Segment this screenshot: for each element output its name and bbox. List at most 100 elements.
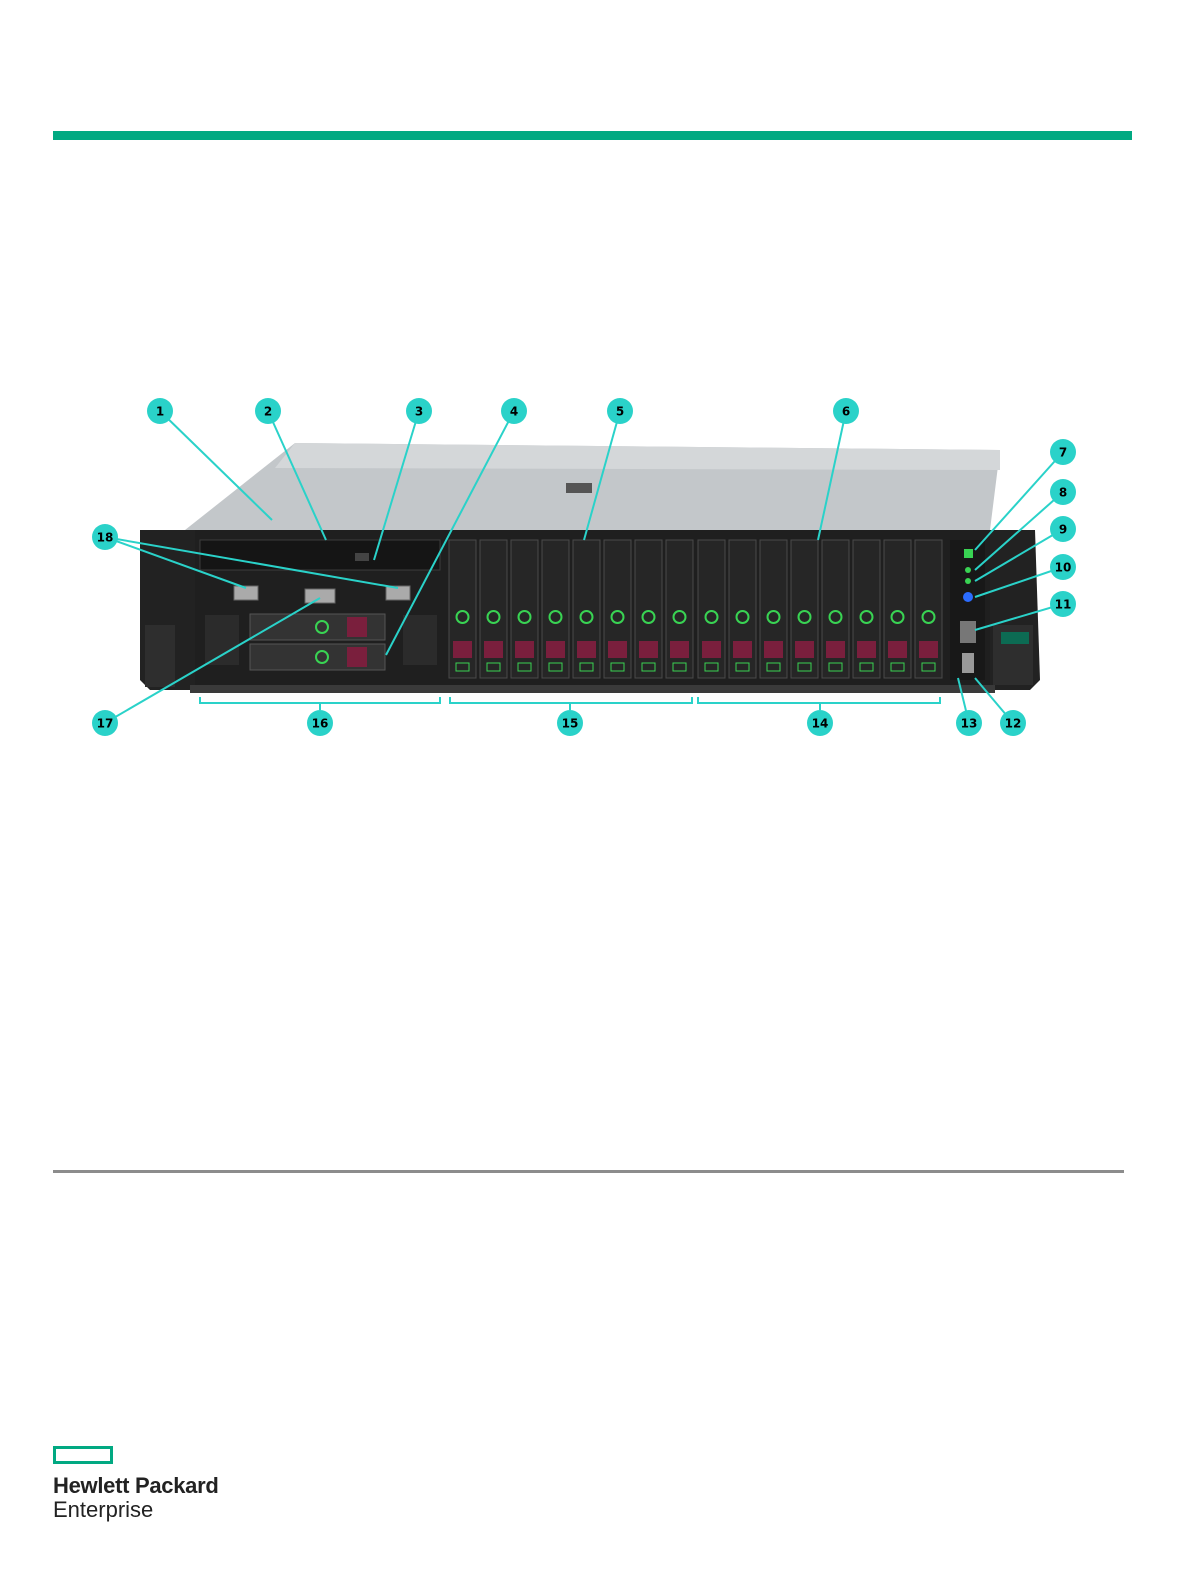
- sff-drive-1-latch: [347, 617, 367, 637]
- usb-3-port: [962, 653, 974, 673]
- box2-bay-release: [733, 641, 752, 658]
- callout-12-marker: [1000, 710, 1026, 736]
- ilo-service-port: [960, 621, 976, 643]
- box2-bay-release: [826, 641, 845, 658]
- callout-4-marker: [501, 398, 527, 424]
- callout-6-label: 6: [842, 405, 850, 419]
- box1-bay-release: [453, 641, 472, 658]
- callout-5-label: 5: [616, 405, 624, 419]
- box1-bay-activity: [672, 662, 687, 672]
- box1-bay-activity: [579, 662, 594, 672]
- box2-bay-release: [764, 641, 783, 658]
- callout-4-label: 4: [510, 405, 518, 419]
- box1-bay-led: [517, 610, 532, 624]
- chassis-top-shade: [275, 443, 1000, 470]
- box2-bay-activity: [766, 662, 781, 672]
- box2-bay-release: [857, 641, 876, 658]
- usb-port-right: [385, 585, 411, 601]
- callout-10-label: 10: [1055, 561, 1072, 575]
- bracket-14: [697, 697, 941, 710]
- callout-13-marker: [956, 710, 982, 736]
- callout-7-leader: [974, 451, 1064, 551]
- callout-8-label: 8: [1059, 486, 1067, 500]
- callout-16-label: 16: [312, 717, 329, 731]
- uid-button: [963, 592, 973, 602]
- drive-cage-box-1: [448, 539, 694, 679]
- health-led: [965, 567, 971, 573]
- logo-wordmark-line1: Hewlett Packard: [53, 1473, 219, 1498]
- hpe-logo: Hewlett Packard Enterprise: [53, 1446, 243, 1526]
- callout-17-label: 17: [97, 717, 114, 731]
- vent-right: [403, 615, 437, 665]
- leader-lines: [104, 410, 1064, 724]
- callout-9-leader: [974, 528, 1064, 582]
- box1-bay-activity: [517, 662, 532, 672]
- usb-port-left: [233, 585, 259, 601]
- box2-bay-activity: [704, 662, 719, 672]
- callout-3-marker: [406, 398, 432, 424]
- box2-bay-release: [919, 641, 938, 658]
- callout-17-leader: [104, 597, 321, 724]
- power-button-led: [964, 549, 973, 558]
- hpe-logo-element: [53, 1446, 113, 1464]
- bracket-16: [199, 697, 441, 710]
- sff-drive-2-latch: [347, 647, 367, 667]
- box1-bay-release: [515, 641, 534, 658]
- callout-3-label: 3: [415, 405, 423, 419]
- box2-bay-activity: [828, 662, 843, 672]
- box2-bay-led: [766, 610, 781, 624]
- box1-bay-release: [608, 641, 627, 658]
- box1-bay-led: [486, 610, 501, 624]
- box2-bay-led: [921, 610, 936, 624]
- left-pull-tab: [145, 625, 175, 687]
- callout-6-marker: [833, 398, 859, 424]
- box1-bay-release: [639, 641, 658, 658]
- callout-7-label: 7: [1059, 446, 1067, 460]
- box2-bay-activity: [797, 662, 812, 672]
- callout-9-label: 9: [1059, 523, 1067, 537]
- bracket-15: [449, 697, 693, 710]
- optical-drive-bay: [199, 539, 441, 571]
- box2-bay-release: [888, 641, 907, 658]
- callout-10-marker: [1050, 554, 1076, 580]
- box2-bay-led: [797, 610, 812, 624]
- callout-15-marker: [557, 710, 583, 736]
- display-port: [304, 588, 336, 604]
- box1-bay-led: [610, 610, 625, 624]
- optical-drive-tray: [355, 553, 369, 561]
- callout-16-marker: [307, 710, 333, 736]
- box1-bay-release: [484, 641, 503, 658]
- box2-bay-activity: [921, 662, 936, 672]
- box2-bay-activity: [735, 662, 750, 672]
- box1-bay-led: [455, 610, 470, 624]
- box1-bay-led: [579, 610, 594, 624]
- box1-bay-activity: [455, 662, 470, 672]
- box2-bay-release: [795, 641, 814, 658]
- callout-18-leader: [104, 536, 247, 589]
- chassis-top-latch: [566, 483, 592, 493]
- box2-bay-activity: [859, 662, 874, 672]
- callout-18-leader: [104, 536, 399, 589]
- box2-bay-led: [735, 610, 750, 624]
- callout-3-leader: [373, 410, 420, 561]
- callout-8-marker: [1050, 479, 1076, 505]
- group-brackets: [199, 697, 941, 710]
- callout-5-marker: [607, 398, 633, 424]
- callout-17-marker: [92, 710, 118, 736]
- callout-18-label: 18: [97, 531, 114, 545]
- box2-bay-led: [859, 610, 874, 624]
- box1-bay-led: [548, 610, 563, 624]
- callout-11-leader: [974, 603, 1064, 631]
- hpe-badge: [1001, 632, 1029, 644]
- callout-10-leader: [974, 566, 1064, 598]
- callout-2-label: 2: [264, 405, 272, 419]
- callout-9-marker: [1050, 516, 1076, 542]
- box1-bay-release: [577, 641, 596, 658]
- box1-bay-release: [546, 641, 565, 658]
- box2-bay-activity: [890, 662, 905, 672]
- callout-6-leader: [817, 410, 847, 541]
- callout-11-marker: [1050, 591, 1076, 617]
- callout-14-marker: [807, 710, 833, 736]
